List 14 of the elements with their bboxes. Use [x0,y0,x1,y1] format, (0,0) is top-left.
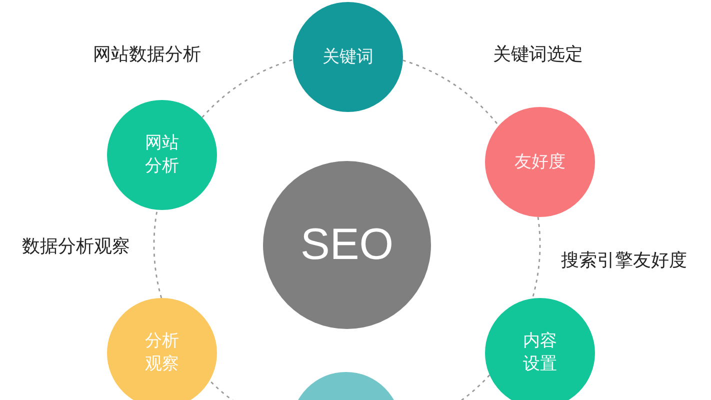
dashed-connector [532,216,541,299]
annotation-text: 关键词选定 [493,43,583,66]
node-label: 友好度 [514,151,566,174]
node-label: 关键词 [322,46,374,68]
node-label: SEO [300,219,394,271]
annotation-text: 搜索引擎友好度 [561,249,687,272]
annotation-text: 数据分析观察 [22,235,130,258]
dashed-connector [154,210,162,298]
dashed-connector [202,59,294,118]
dashed-connector [402,60,500,126]
node-label: 分析观察 [144,330,180,375]
node-label: 网站分析 [144,132,180,177]
annotation-text: 网站数据分析 [93,43,201,66]
node-label: 内容设置 [522,330,558,375]
